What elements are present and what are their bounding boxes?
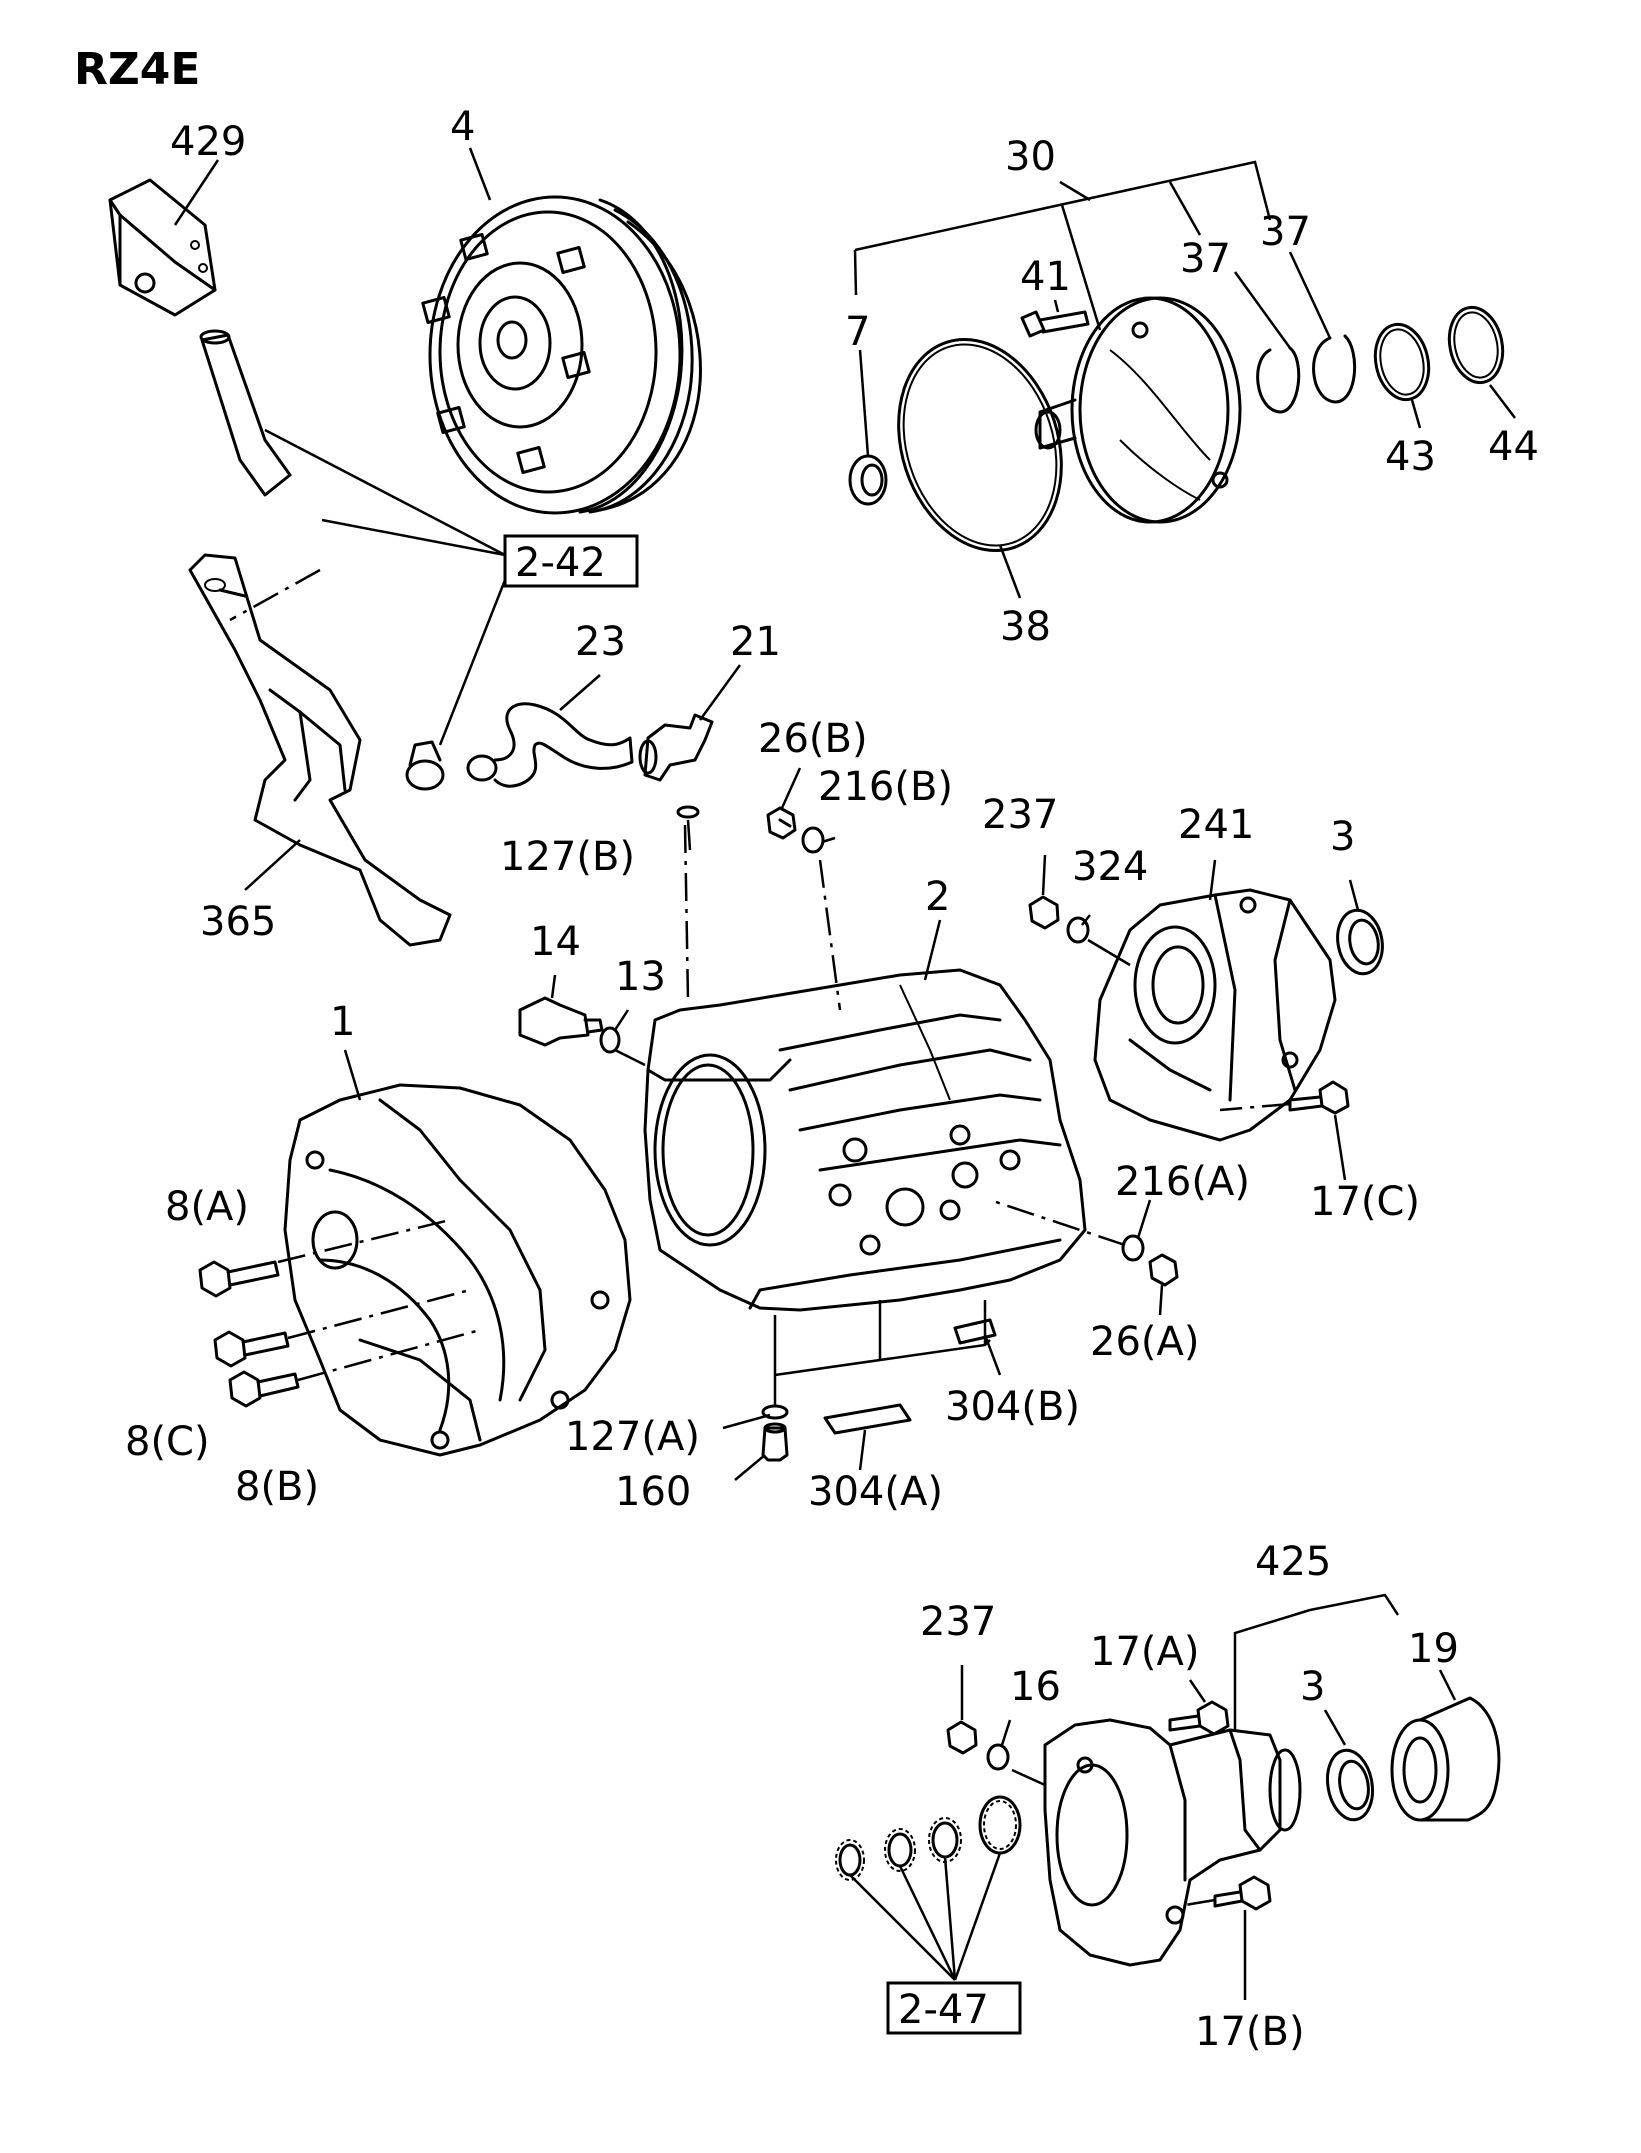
callout-21: 21	[730, 619, 781, 665]
part-3-seal-top	[1336, 908, 1384, 976]
callout-127b: 127(B)	[500, 834, 635, 880]
part-26b-plug	[766, 806, 797, 840]
part-127a-o-ring	[761, 1404, 789, 1420]
part-38-o-ring	[897, 337, 1063, 553]
callout-13: 13	[615, 954, 666, 1000]
callout-216a: 216(A)	[1115, 1159, 1250, 1205]
part-324-washer	[1066, 916, 1090, 944]
callout-43: 43	[1385, 434, 1436, 480]
part-237-plug-bottom	[946, 1720, 978, 1755]
callout-4: 4	[450, 104, 475, 150]
shim-set	[835, 1795, 1022, 1881]
part-304a-spacer	[823, 1403, 912, 1435]
part-43-44-rings	[1373, 305, 1505, 402]
part-17b-bolt	[1213, 1875, 1272, 1911]
callout-1: 1	[330, 999, 355, 1045]
callout-425: 425	[1255, 1539, 1331, 1585]
leader-lines	[173, 147, 1516, 2000]
callout-2-47: 2-47	[898, 1987, 989, 2033]
callout-26a: 26(A)	[1090, 1319, 1199, 1365]
part-3-seal-bottom	[1325, 1748, 1375, 1822]
callout-8a: 8(A)	[165, 1184, 249, 1230]
part-127b-o-ring	[676, 805, 700, 819]
part-17a-bolt	[1168, 1700, 1230, 1736]
callout-30: 30	[1005, 134, 1056, 180]
part-4-torque-converter	[421, 195, 702, 515]
part-425-extension-housing	[1043, 1718, 1302, 1967]
part-216b-washer	[801, 826, 825, 854]
callout-2: 2	[925, 874, 950, 920]
callout-3a: 3	[1330, 814, 1355, 860]
callout-44: 44	[1488, 424, 1539, 470]
callout-429: 429	[170, 119, 246, 165]
callout-41: 41	[1020, 254, 1071, 300]
part-429-filter	[108, 178, 217, 317]
hose-clamp	[405, 740, 445, 791]
callout-324: 324	[1072, 844, 1148, 890]
callout-241: 241	[1178, 802, 1254, 848]
part-8c-bolt	[213, 1330, 290, 1368]
ref-box-2-47	[886, 1981, 1022, 2035]
part-23-hose	[466, 702, 634, 788]
part-216a-washer	[1121, 1234, 1145, 1262]
ref-box-2-42	[503, 534, 639, 588]
callout-17a: 17(A)	[1090, 1629, 1199, 1675]
callout-127a: 127(A)	[565, 1414, 700, 1460]
callout-23: 23	[575, 619, 626, 665]
callout-365: 365	[200, 899, 276, 945]
part-13-o-ring	[599, 1026, 621, 1054]
callout-labels: 429 4 30 37 37 7 41 43 44 38 2-42 23 21 …	[125, 104, 1539, 2055]
callout-3b: 3	[1300, 1664, 1325, 1710]
part-30-oil-pump	[1034, 296, 1242, 524]
part-8b-bolt	[228, 1370, 300, 1408]
part-237-plug-top	[1028, 895, 1060, 930]
callout-14: 14	[530, 919, 581, 965]
part-2-transmission-case	[643, 968, 1087, 1312]
part-37-snap-rings	[1256, 334, 1357, 414]
part-21-fitting	[638, 713, 714, 782]
oil-pipe	[199, 329, 292, 497]
callout-2-42: 2-42	[515, 540, 606, 586]
part-41-bolt	[1020, 310, 1090, 338]
part-14-sensor	[518, 996, 604, 1047]
callout-26b: 26(B)	[758, 716, 868, 762]
part-26a-plug	[1148, 1253, 1179, 1287]
part-304b-spacer	[953, 1318, 997, 1345]
callout-304a: 304(A)	[808, 1469, 943, 1515]
part-365-bracket	[188, 553, 452, 947]
callout-7: 7	[845, 309, 870, 355]
callout-304b: 304(B)	[945, 1384, 1080, 1430]
part-1-converter-housing	[283, 1083, 632, 1457]
callout-8b: 8(B)	[235, 1464, 319, 1510]
part-241-extension-housing	[1093, 888, 1337, 1142]
callout-38: 38	[1000, 604, 1051, 650]
part-8a-bolt	[198, 1260, 280, 1298]
callout-37a: 37	[1180, 236, 1231, 282]
callout-216b: 216(B)	[818, 764, 953, 810]
part-160-plug	[761, 1422, 789, 1462]
callout-160: 160	[615, 1469, 691, 1515]
callout-237a: 237	[982, 792, 1058, 838]
callout-17c: 17(C)	[1310, 1179, 1420, 1225]
part-16-washer	[986, 1743, 1010, 1771]
callout-8c: 8(C)	[125, 1419, 210, 1465]
part-7-seal	[848, 454, 888, 506]
callout-16: 16	[1010, 1664, 1061, 1710]
callout-19: 19	[1408, 1626, 1459, 1672]
callout-17b: 17(B)	[1195, 2009, 1305, 2055]
diagram-title: RZ4E	[74, 44, 200, 95]
callout-37b: 37	[1260, 209, 1311, 255]
callout-237b: 237	[920, 1599, 996, 1645]
part-19-dynamic-damper	[1390, 1696, 1501, 1822]
